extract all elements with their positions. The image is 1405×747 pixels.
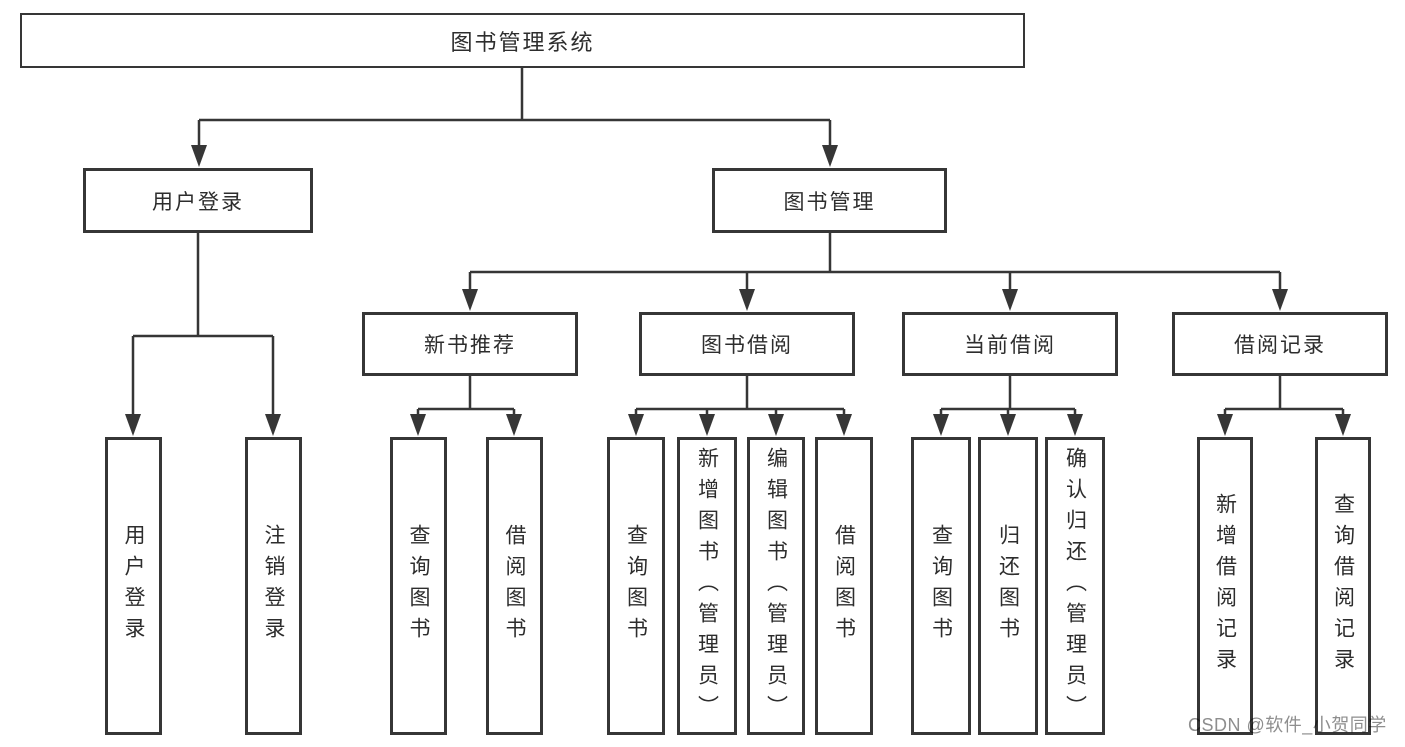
node-label: 新书推荐: [424, 334, 516, 357]
node-user-login: 用户登录: [83, 168, 313, 233]
node-label: 归还图书: [996, 524, 1020, 648]
arrow-icon: [1002, 289, 1018, 311]
node-book-borrow: 图书借阅: [639, 312, 855, 376]
arrow-icon: [699, 414, 715, 436]
arrow-icon: [1217, 414, 1233, 436]
arrow-icon: [191, 145, 207, 167]
node-borrow-records: 借阅记录: [1172, 312, 1388, 376]
leaf-recommend-borrow-books: 借阅图书: [486, 437, 543, 735]
arrowheads: [125, 145, 1351, 436]
node-label: 确认归还（管理员）: [1063, 446, 1087, 726]
node-label: 查询图书: [929, 524, 953, 648]
arrow-icon: [410, 414, 426, 436]
arrow-icon: [506, 414, 522, 436]
leaf-edit-books-admin: 编辑图书（管理员）: [747, 437, 805, 735]
node-label: 用户登录: [152, 190, 244, 214]
arrow-icon: [768, 414, 784, 436]
node-label: 编辑图书（管理员）: [764, 446, 788, 726]
node-label: 图书管理: [783, 190, 876, 214]
leaf-borrow-books: 借阅图书: [815, 437, 873, 735]
node-label: 新增图书（管理员）: [695, 446, 719, 726]
node-new-book-recommend: 新书推荐: [362, 312, 578, 376]
node-label: 查询图书: [624, 524, 648, 648]
node-label: 当前借阅: [964, 334, 1056, 357]
node-label: 查询图书: [407, 524, 430, 648]
node-label: 用户登录: [122, 524, 145, 648]
csdn-watermark: CSDN @软件_小贺同学: [1188, 715, 1387, 735]
arrow-icon: [462, 289, 478, 311]
arrow-icon: [1067, 414, 1083, 436]
arrow-icon: [933, 414, 949, 436]
node-label: 查询借阅记录: [1331, 493, 1355, 679]
node-label: 图书借阅: [701, 334, 793, 357]
leaf-recommend-query-books: 查询图书: [390, 437, 447, 735]
arrow-icon: [822, 145, 838, 167]
node-label: 借阅记录: [1234, 334, 1326, 357]
leaf-return-books: 归还图书: [978, 437, 1038, 735]
node-label: 新增借阅记录: [1213, 493, 1237, 679]
leaf-user-login: 用户登录: [105, 437, 162, 735]
node-label: 借阅图书: [503, 524, 526, 648]
node-label: 注销登录: [262, 524, 285, 648]
leaf-confirm-return-admin: 确认归还（管理员）: [1045, 437, 1105, 735]
arrow-icon: [1335, 414, 1351, 436]
node-current-borrow: 当前借阅: [902, 312, 1118, 376]
arrow-icon: [1000, 414, 1016, 436]
arrow-icon: [1272, 289, 1288, 311]
leaf-logout: 注销登录: [245, 437, 302, 735]
node-library-system: 图书管理系统: [20, 13, 1025, 68]
node-book-management: 图书管理: [712, 168, 947, 233]
leaf-query-borrow-record: 查询借阅记录: [1315, 437, 1371, 735]
node-label: 图书管理系统: [450, 29, 595, 55]
leaf-add-borrow-record: 新增借阅记录: [1197, 437, 1253, 735]
node-label: 借阅图书: [832, 524, 856, 648]
leaf-current-query-books: 查询图书: [911, 437, 971, 735]
arrow-icon: [265, 414, 281, 436]
arrow-icon: [739, 289, 755, 311]
leaf-borrow-query-books: 查询图书: [607, 437, 665, 735]
arrow-icon: [628, 414, 644, 436]
arrow-icon: [125, 414, 141, 436]
arrow-icon: [836, 414, 852, 436]
leaf-add-books-admin: 新增图书（管理员）: [677, 437, 737, 735]
